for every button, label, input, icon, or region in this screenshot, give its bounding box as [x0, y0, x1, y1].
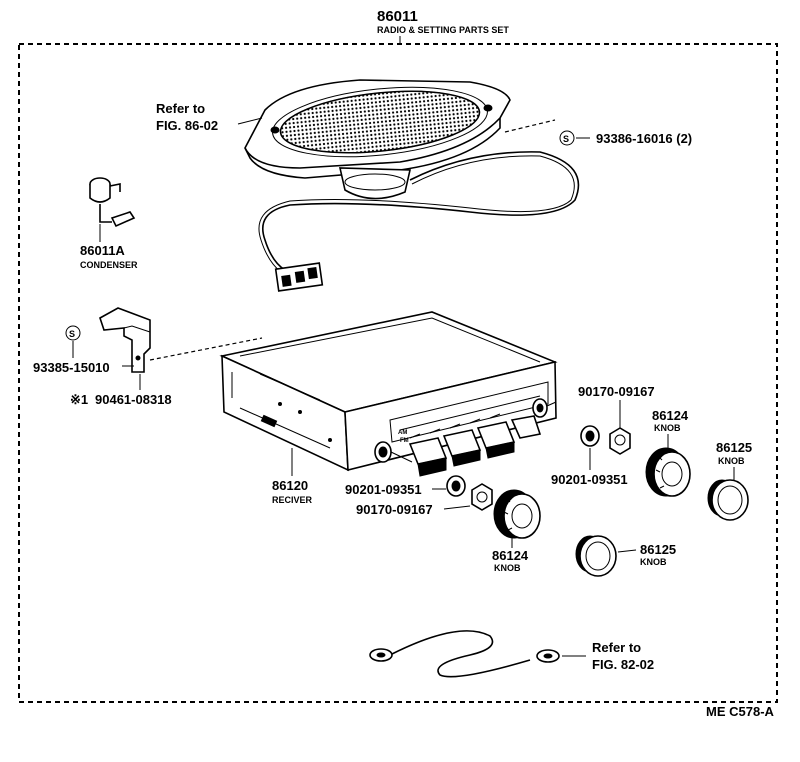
knob-cap-left-illustration — [575, 535, 617, 577]
mounting-bracket-illustration — [99, 307, 151, 373]
receiver-illustration: AM FM — [219, 311, 558, 477]
bracket-screw-part: 93385-15010 — [33, 360, 110, 375]
nut-right-illustration — [609, 427, 631, 455]
receiver-part-number: 86120 — [272, 478, 308, 493]
diagram-code: ME C578-A — [706, 704, 775, 719]
condenser-name: CONDENSER — [80, 260, 138, 270]
knob-left-part-number: 86124 — [492, 548, 529, 563]
washer-left-part: 90201-09351 — [345, 482, 422, 497]
knob-cap-left-part-number: 86125 — [640, 542, 676, 557]
nut-left-illustration — [471, 483, 493, 511]
knob-left-name: KNOB — [494, 563, 521, 573]
washer-right-part: 90201-09351 — [551, 472, 628, 487]
set-part-name: RADIO & SETTING PARTS SET — [377, 25, 509, 35]
svg-text:AM: AM — [398, 430, 407, 436]
parts-set-frame — [18, 43, 778, 703]
bracket-screw-s-marker-icon — [65, 325, 81, 341]
bracket-bolt-marker: ※1 — [70, 392, 88, 407]
knob-cap-right-part-number: 86125 — [716, 440, 752, 455]
ground-ref-line1: Refer to — [592, 640, 641, 655]
condenser-illustration — [89, 177, 136, 228]
set-part-number: 86011 — [377, 8, 418, 25]
speaker-screw-part: 93386-16016 (2) — [596, 131, 692, 146]
speaker-screw-marker: S — [563, 134, 569, 144]
nut-right-part: 90170-09167 — [578, 384, 655, 399]
nut-left-part: 90170-09167 — [356, 502, 433, 517]
speaker-ref-line2: FIG. 86-02 — [156, 118, 218, 133]
screw-s-marker-icon — [559, 130, 575, 146]
knob-cap-right-name: KNOB — [718, 456, 745, 466]
svg-text:FM: FM — [400, 438, 409, 444]
receiver-name: RECIVER — [272, 495, 313, 505]
bracket-screw-marker: S — [69, 329, 75, 339]
knob-right-part-number: 86124 — [652, 408, 689, 423]
washer-right-illustration — [580, 425, 600, 447]
ground-ref-line2: FIG. 82-02 — [592, 657, 654, 672]
speaker-illustration — [244, 79, 580, 292]
condenser-part-number: 86011A — [80, 243, 125, 258]
knob-right-name: KNOB — [654, 423, 681, 433]
knob-cap-right-illustration — [707, 479, 749, 521]
knob-cap-left-name: KNOB — [640, 557, 667, 567]
knob-left-illustration — [493, 489, 541, 539]
washer-left-illustration — [446, 475, 466, 497]
ground-wire-illustration — [369, 630, 560, 678]
speaker-ref-line1: Refer to — [156, 101, 205, 116]
bracket-bolt-part: 90461-08318 — [95, 392, 172, 407]
knob-right-illustration — [645, 447, 691, 497]
